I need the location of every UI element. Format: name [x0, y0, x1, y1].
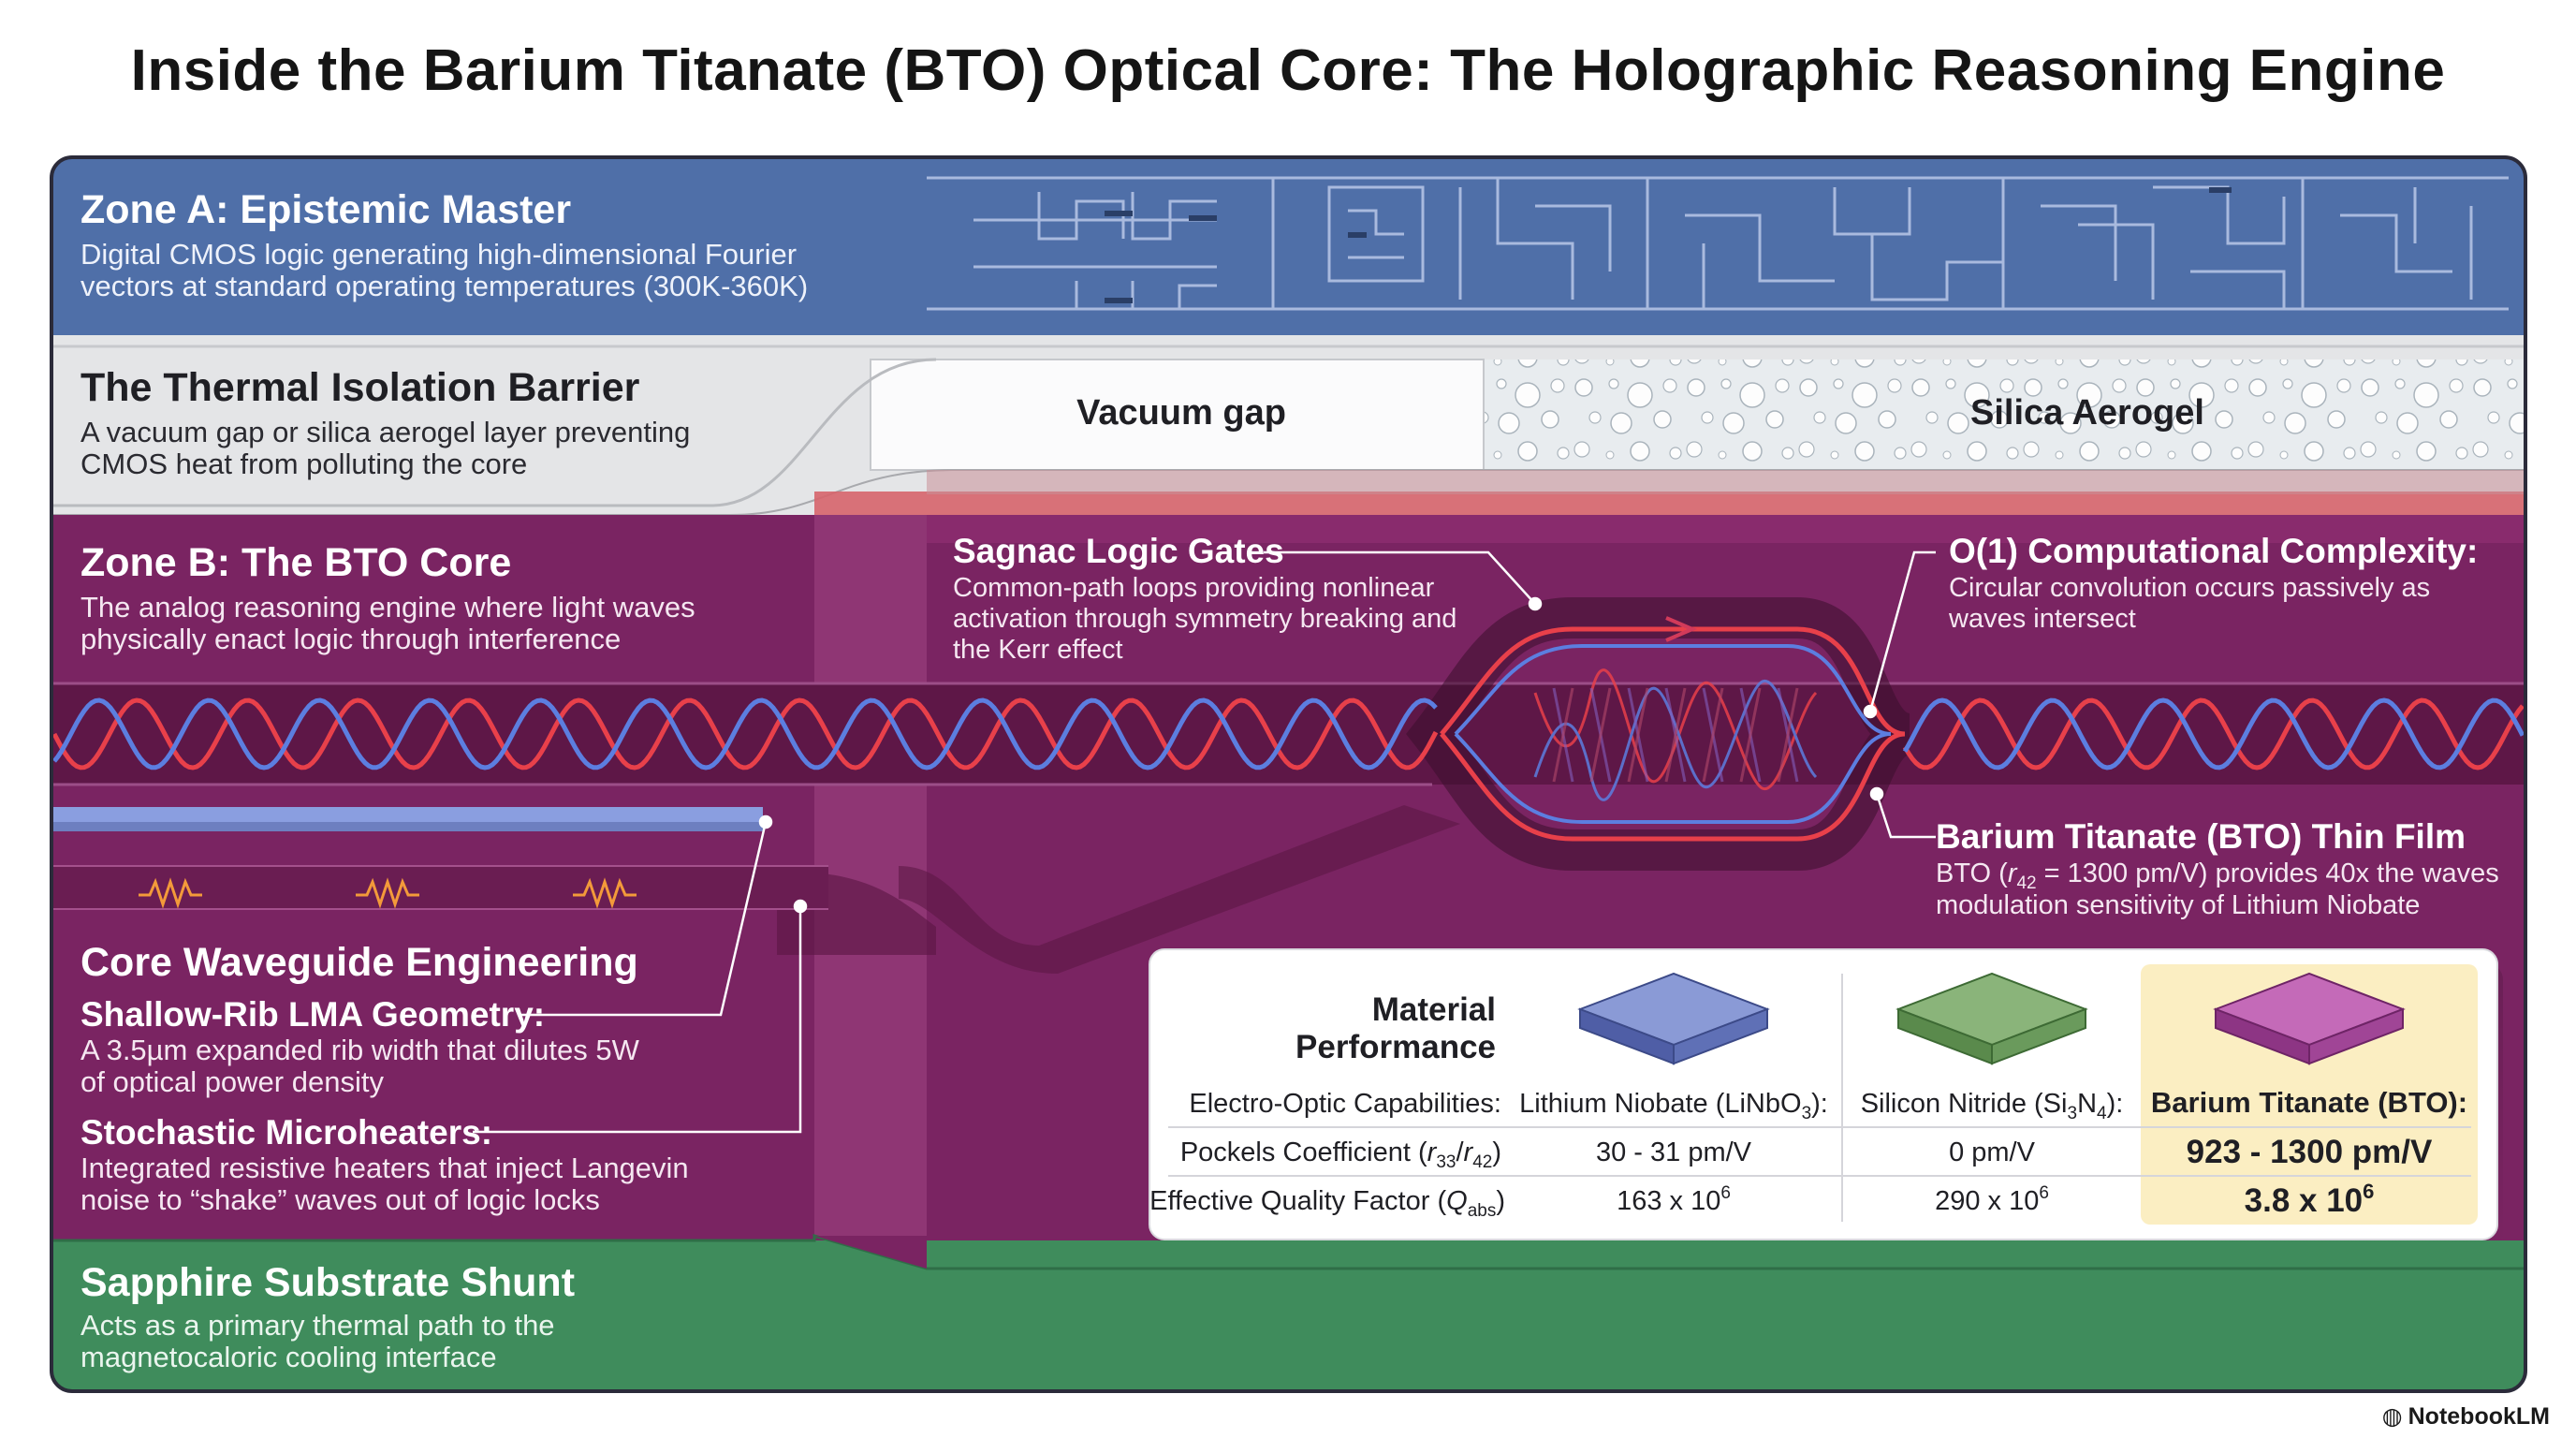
- svg-text:of optical power density: of optical power density: [80, 1065, 384, 1098]
- pockels-si3n4: 0 pm/V: [1949, 1137, 2036, 1167]
- vacuum-region: [870, 359, 1485, 471]
- main-panel-border: [50, 155, 2527, 1393]
- svg-text:Acts as a primary thermal path: Acts as a primary thermal path to the: [80, 1309, 555, 1342]
- aerogel-region: [1484, 360, 2525, 470]
- barrier-heading: The Thermal Isolation Barrier: [80, 365, 640, 410]
- lithium-niobate-swatch: [1577, 972, 1770, 1065]
- svg-text:vectors at standard operating: vectors at standard operating temperatur…: [80, 270, 808, 302]
- heater-strip: [51, 866, 828, 909]
- barrier-text: The Thermal Isolation Barrier A vacuum g…: [80, 365, 2204, 480]
- svg-text:Digital CMOS logic generating: Digital CMOS logic generating high-dimen…: [80, 238, 797, 271]
- svg-text:Shallow-Rib LMA Geometry:: Shallow-Rib LMA Geometry:: [80, 995, 545, 1034]
- svg-text:Stochastic Microheaters:: Stochastic Microheaters:: [80, 1113, 492, 1152]
- svg-text:physically enact logic through: physically enact logic through interfere…: [80, 623, 621, 655]
- material-name-linbo3: Lithium Niobate (LiNbO3):: [1519, 1089, 1828, 1123]
- svg-text:Circular convolution occurs pa: Circular convolution occurs passively as: [1949, 573, 2430, 603]
- notebooklm-logo-icon: ◍: [2381, 1402, 2403, 1430]
- notebooklm-brand: ◍NotebookLM: [2381, 1402, 2550, 1430]
- row-label-pockels: Pockels Coefficient (r33/r42): [1180, 1137, 1501, 1172]
- material-performance-table: Material Performance Electro-Optic Capab…: [1149, 948, 2503, 1251]
- sapphire-heading: Sapphire Substrate Shunt: [80, 1260, 575, 1305]
- svg-text:noise to “shake” waves out of: noise to “shake” waves out of logic lock…: [80, 1183, 600, 1216]
- vacuum-gap-label: Vacuum gap: [1076, 393, 1286, 433]
- blue-light-wave-out: [1902, 697, 2525, 770]
- row-label-capabilities: Electro-Optic Capabilities:: [1189, 1089, 1501, 1119]
- interference-pattern: [1533, 668, 1818, 801]
- svg-text:The analog reasoning engine wh: The analog reasoning engine where light …: [80, 591, 695, 624]
- q-linbo3: 163 x 106: [1617, 1183, 1731, 1216]
- zone-a-band: [51, 157, 2525, 335]
- complexity-callout: O(1) Computational Complexity: Circular …: [1948, 532, 2478, 634]
- silicon-nitride-swatch: [1895, 972, 2088, 1065]
- waveguide-text: Core Waveguide Engineering Shallow-Rib L…: [80, 940, 689, 1216]
- pockels-bto: 923 - 1300 pm/V: [2187, 1134, 2433, 1170]
- page-title: Inside the Barium Titanate (BTO) Optical…: [130, 38, 2446, 103]
- barium-titanate-swatch: [2213, 972, 2406, 1065]
- svg-text:waves intersect: waves intersect: [1948, 604, 2136, 634]
- svg-text:the Kerr effect: the Kerr effect: [953, 635, 1123, 665]
- zone-a-heading: Zone A: Epistemic Master: [80, 187, 571, 232]
- svg-text:Sagnac Logic Gates: Sagnac Logic Gates: [953, 532, 1284, 570]
- leader-lines: [473, 550, 1936, 1134]
- table-title: Material: [1372, 991, 1496, 1028]
- svg-text:BTO (r42 = 1300 pm/V) provides: BTO (r42 = 1300 pm/V) provides 40x the w…: [1936, 858, 2499, 893]
- blue-light-wave: [52, 697, 1438, 770]
- svg-text:A vacuum gap or silica aerogel: A vacuum gap or silica aerogel layer pre…: [80, 416, 690, 448]
- material-name-si3n4: Silicon Nitride (Si3N4):: [1861, 1089, 2124, 1123]
- sapphire-text: Sapphire Substrate Shunt Acts as a prima…: [80, 1260, 575, 1373]
- zone-b-heading: Zone B: The BTO Core: [80, 540, 511, 585]
- svg-text:Barium Titanate (BTO) Thin Fil: Barium Titanate (BTO) Thin Film: [1936, 817, 2466, 856]
- zone-a-text: Zone A: Epistemic Master Digital CMOS lo…: [80, 187, 808, 302]
- q-si3n4: 290 x 106: [1935, 1183, 2049, 1216]
- material-name-bto: Barium Titanate (BTO):: [2151, 1086, 2467, 1119]
- svg-text:modulation sensitivity of Lith: modulation sensitivity of Lithium Niobat…: [1936, 890, 2420, 920]
- sapphire-band: [51, 1240, 2525, 1391]
- svg-text:activation through symmetry br: activation through symmetry breaking and: [953, 604, 1456, 634]
- svg-text:magnetocaloric cooling interfa: magnetocaloric cooling interface: [80, 1341, 497, 1373]
- row-label-quality-factor: Effective Quality Factor (Qabs): [1149, 1186, 1505, 1221]
- svg-text:CMOS heat from polluting the c: CMOS heat from polluting the core: [80, 448, 527, 480]
- microheater-icons: [139, 877, 637, 909]
- thin-film-callout: Barium Titanate (BTO) Thin Film BTO (r42…: [1936, 817, 2499, 920]
- pockels-linbo3: 30 - 31 pm/V: [1596, 1137, 1752, 1167]
- waveguide-heading: Core Waveguide Engineering: [80, 940, 638, 985]
- cmos-circuit-traces: [927, 176, 2509, 311]
- svg-text:Performance: Performance: [1295, 1029, 1496, 1065]
- red-light-wave-out: [1902, 697, 2525, 770]
- svg-text:A 3.5µm expanded rib width tha: A 3.5µm expanded rib width that dilutes …: [80, 1034, 640, 1066]
- svg-text:Integrated resistive heaters t: Integrated resistive heaters that inject…: [80, 1152, 689, 1184]
- q-bto: 3.8 x 106: [2245, 1180, 2375, 1219]
- svg-text:Common-path loops providing no: Common-path loops providing nonlinear: [953, 573, 1435, 603]
- zone-b-text: Zone B: The BTO Core The analog reasonin…: [80, 540, 695, 655]
- silica-aerogel-label: Silica Aerogel: [1970, 393, 2204, 433]
- svg-text:O(1) Computational Complexity:: O(1) Computational Complexity:: [1949, 532, 2478, 570]
- sagnac-callout: Sagnac Logic Gates Common-path loops pro…: [953, 532, 1456, 665]
